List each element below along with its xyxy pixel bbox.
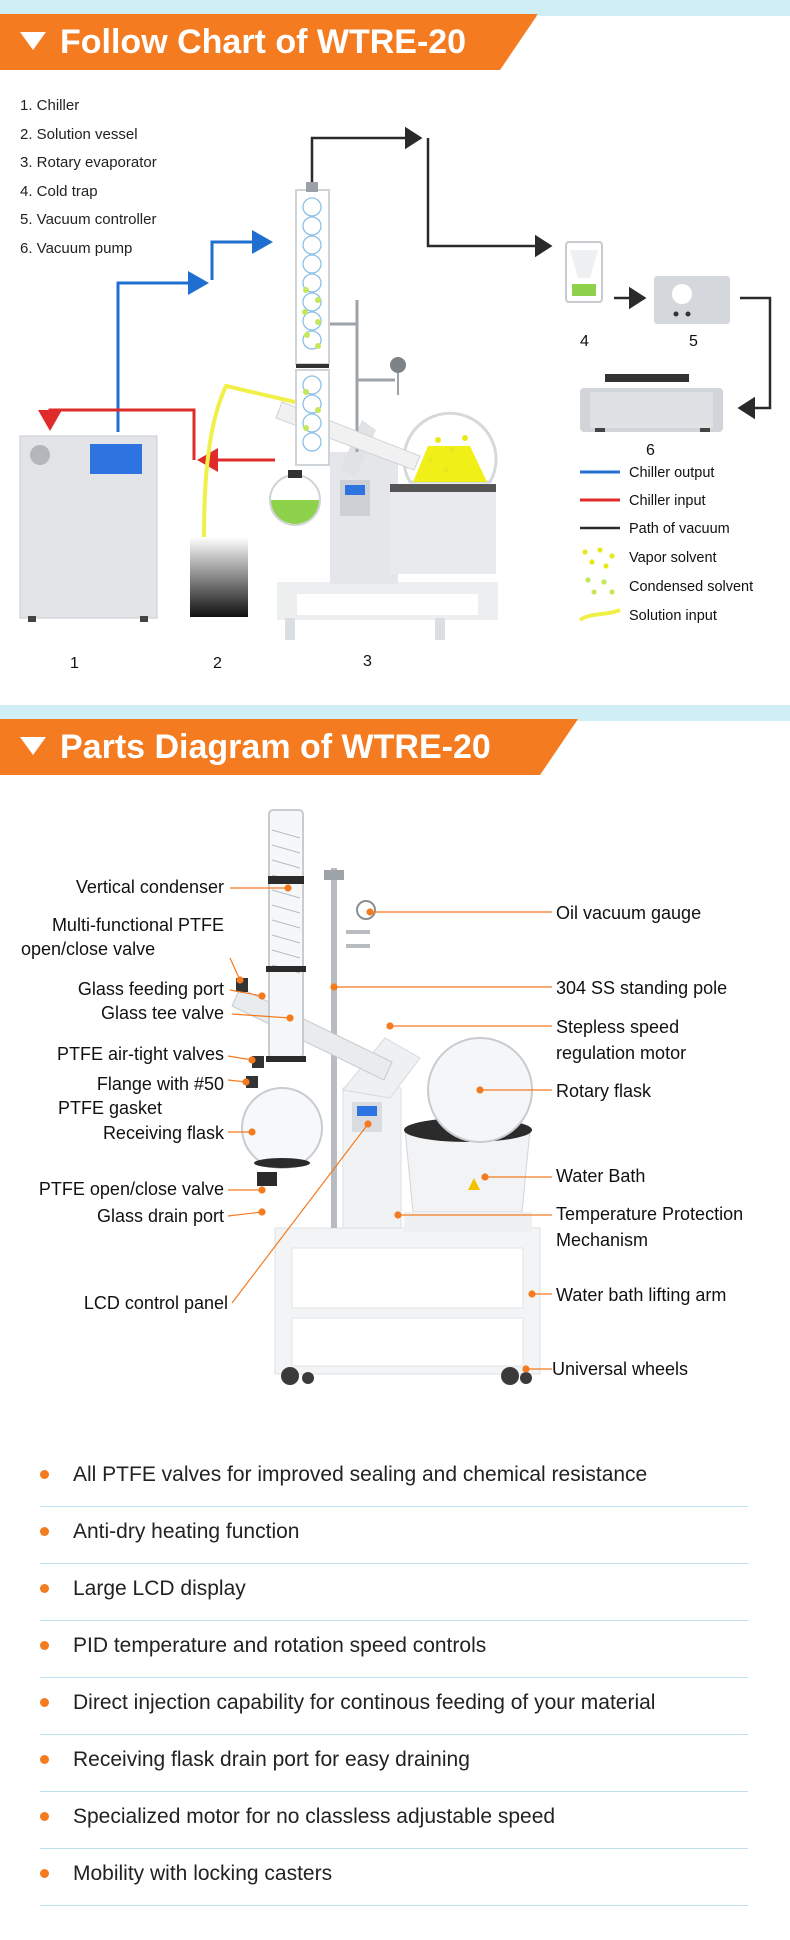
feature-item: Anti-dry heating function [40,1507,748,1564]
chiller [19,435,158,622]
component-list: 1. Chiller 2. Solution vessel 3. Rotary … [20,92,157,263]
vacuum-pump [580,374,723,432]
bullet-icon [40,1527,49,1536]
flow-diagram: 1 2 3 4 5 6 Chiller output Chiller input… [19,126,772,672]
component-list-item: 4. Cold trap [20,182,98,200]
label-speed-motor-line1: Stepless speed [556,1017,680,1037]
component-number: 6 [646,442,655,459]
label-open-close-valve: PTFE open/close valve [38,1179,224,1199]
feature-text: Mobility with locking casters [73,1862,333,1885]
feature-text: PID temperature and rotation speed contr… [73,1634,487,1657]
label-water-bath: Water Bath [556,1166,646,1186]
vertical-condenser [295,182,330,466]
component-number: 5 [689,333,698,350]
bullet-icon [40,1869,49,1878]
solution-vessel [190,537,248,617]
label-ptfe-valve-line2: open/close valve [21,939,156,959]
feature-text: All PTFE valves for improved sealing and… [73,1463,648,1486]
feature-item: Direct injection capability for continou… [40,1678,748,1735]
label-flange-line1: Flange with #50 [96,1074,224,1094]
label-ptfe-valve-line1: Multi-functional PTFE [51,915,224,935]
label-universal-wheels: Universal wheels [552,1359,689,1379]
component-list-item: 1. Chiller [20,97,80,114]
label-vertical-condenser: Vertical condenser [75,877,224,897]
label-flange-line2: PTFE gasket [57,1098,162,1118]
legend-label: Chiller input [629,493,706,509]
feature-item: PID temperature and rotation speed contr… [40,1621,748,1678]
rotary-evaporator-machine [231,809,541,1385]
bullet-icon [40,1698,49,1707]
solution-input-line [202,383,296,538]
component-list-item: 2. Solution vessel [20,125,138,143]
banner-shape [0,14,790,70]
bullet-icon [40,1755,49,1764]
parts-diagram-title: Parts Diagram of WTRE-20 [20,719,491,775]
chiller-output-line [210,230,273,280]
legend-swatch [578,608,621,622]
triangle-down-icon [20,32,46,51]
label-speed-motor-line2: regulation motor [556,1043,687,1063]
label-air-tight-valves: PTFE air-tight valves [56,1044,224,1064]
label-standing-pole: 304 SS standing pole [556,978,728,998]
feature-text: Large LCD display [73,1577,246,1600]
vacuum-path-line [310,126,423,182]
banner-strip [0,0,790,16]
label-lifting-arm: Water bath lifting arm [556,1285,727,1305]
legend-label: Vapor solvent [629,550,717,566]
label-receiving-flask: Receiving flask [102,1123,224,1143]
component-list-item: 5. Vacuum controller [20,211,157,228]
label-lcd-control-panel: LCD control panel [83,1293,228,1313]
flow-legend: Chiller output Chiller input Path of vac… [578,465,753,624]
flow-chart-banner: Follow Chart of WTRE-20 [0,0,790,70]
bullet-icon [40,1641,49,1650]
chiller-output-line [116,271,209,432]
label-rotary-flask: Rotary flask [556,1081,652,1101]
bullet-icon [40,1812,49,1821]
label-glass-drain-port: Glass drain port [96,1206,224,1226]
label-temp-protection-line1: Temperature Protection [556,1204,744,1224]
label-glass-tee-valve: Glass tee valve [100,1003,224,1023]
feature-text: Direct injection capability for continou… [73,1691,656,1714]
parts-diagram-banner: Parts Diagram of WTRE-20 [0,705,790,775]
banner-shape [0,719,578,775]
triangle-down-icon [20,737,46,756]
component-number: 1 [70,655,79,672]
feature-text: Specialized motor for no classless adjus… [73,1805,556,1828]
legend-label: Path of vacuum [629,521,730,537]
legend-label: Solution input [629,608,717,624]
feature-item: All PTFE valves for improved sealing and… [40,1450,748,1507]
receiving-flask [269,470,321,526]
legend-swatch [585,577,615,595]
rotary-evaporator [277,300,498,640]
component-number: 3 [363,653,372,670]
bullet-icon [40,1584,49,1593]
legend-swatch [582,547,615,569]
feature-item: Mobility with locking casters [40,1849,748,1906]
vacuum-controller [654,276,730,324]
banner-strip [0,705,790,721]
leader-lines [227,884,552,1373]
label-glass-feeding-port: Glass feeding port [77,979,224,999]
label-temp-protection-line2: Mechanism [556,1230,649,1250]
vacuum-path-line [737,296,772,420]
component-list-item: 3. Rotary evaporator [20,154,157,171]
feature-text: Receiving flask drain port for easy drai… [73,1748,470,1771]
flow-chart-title: Follow Chart of WTRE-20 [20,14,466,70]
feature-item: Large LCD display [40,1564,748,1621]
legend-label: Condensed solvent [629,579,753,595]
component-number: 4 [580,333,589,350]
parts-diagram [227,809,552,1385]
label-oil-vacuum-gauge: Oil vacuum gauge [556,903,702,923]
feature-item: Receiving flask drain port for easy drai… [40,1735,748,1792]
component-list-item: 6. Vacuum pump [20,239,133,257]
feature-text: Anti-dry heating function [73,1520,300,1543]
legend-label: Chiller output [629,465,714,481]
chiller-input-line [38,408,196,460]
bullet-icon [40,1470,49,1479]
vacuum-path-line [426,138,553,258]
component-number: 2 [213,655,222,672]
feature-item: Specialized motor for no classless adjus… [40,1792,748,1849]
cold-trap [565,241,603,303]
